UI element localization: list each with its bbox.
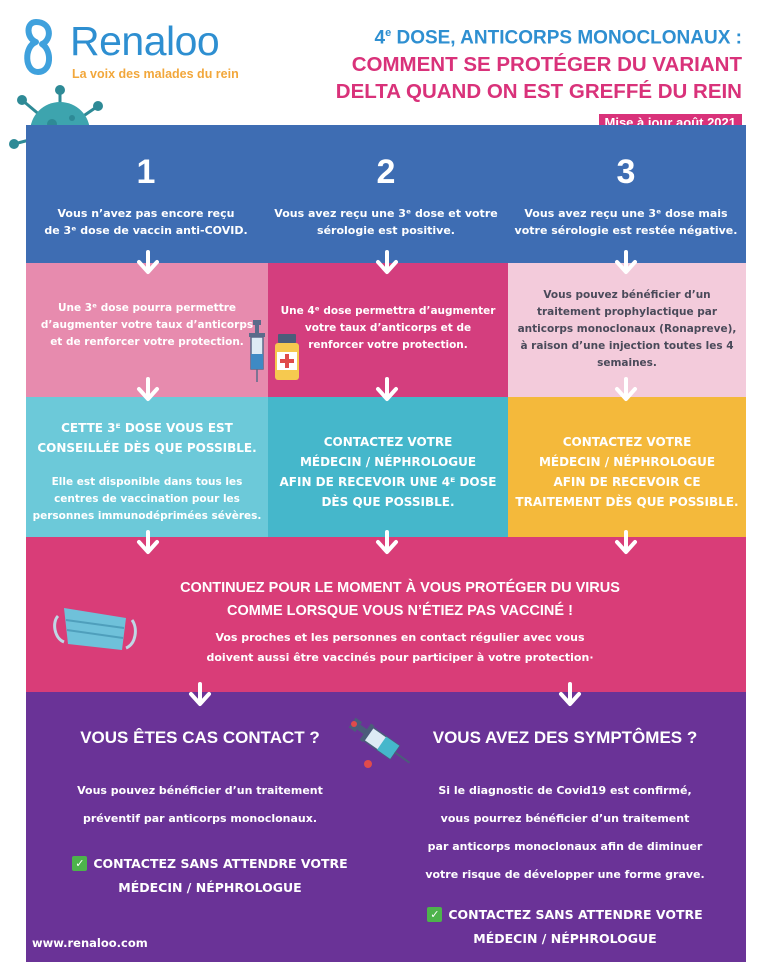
step-number-2: 2 — [376, 153, 396, 191]
check-icon: ✓ — [427, 907, 443, 922]
title-line-1: 4e DOSE, ANTICORPS MONOCLONAUX : — [374, 27, 742, 49]
vial-icon — [275, 334, 299, 380]
arrow-down-icon — [137, 250, 159, 274]
arrow-down-icon — [137, 530, 159, 554]
protection-panel — [26, 537, 746, 692]
situations-panel — [26, 125, 746, 263]
syringe-icon — [249, 320, 265, 382]
arrow-down-icon — [559, 682, 581, 706]
row2-col2 — [268, 397, 508, 537]
logo-wordmark: Renaloo — [70, 18, 220, 64]
title-line-2: COMMENT SE PROTÉGER DU VARIANT — [351, 53, 742, 77]
face-mask-icon — [53, 608, 137, 650]
logo-tagline: La voix des malades du rein — [72, 67, 239, 81]
page-title: 4e DOSE, ANTICORPS MONOCLONAUX : COMMENT… — [336, 20, 742, 105]
symptoms-title: VOUS AVEZ DES SYMPTÔMES ? — [432, 728, 698, 747]
header: Renaloo La voix des malades du rein 4e D… — [0, 0, 768, 181]
website-link[interactable]: www.renaloo.com — [32, 936, 148, 950]
step-number-3: 3 — [616, 153, 636, 191]
arrow-down-icon — [189, 682, 211, 706]
title-line-3: DELTA QUAND ON EST GREFFÉ DU REIN — [335, 80, 742, 104]
step-number-1: 1 — [136, 153, 156, 191]
check-icon: ✓ — [72, 856, 88, 871]
logo[interactable]: Renaloo La voix des malades du rein — [22, 16, 262, 86]
row1-col2 — [268, 263, 508, 397]
contact-case-title: VOUS ÊTES CAS CONTACT ? — [80, 728, 320, 747]
symptoms-text: Si le diagnostic de Covid19 est confirmé… — [425, 784, 705, 881]
row1-col1 — [26, 263, 268, 397]
arrow-down-icon — [376, 250, 398, 274]
row1-col3 — [508, 263, 746, 397]
protection-heading: CONTINUEZ POUR LE MOMENT À VOUS PROTÉGER… — [180, 580, 620, 619]
protection-text: Vos proches et les personnes en contact … — [206, 631, 594, 664]
vaccine-syringe-icon — [348, 717, 411, 768]
arrow-down-icon — [615, 530, 637, 554]
row2-col3 — [508, 397, 746, 537]
contact-case-callout: ✓CONTACTEZ SANS ATTENDRE VOTRE MÉDECIN /… — [40, 852, 380, 900]
symptoms-callout: ✓CONTACTEZ SANS ATTENDRE VOTRE MÉDECIN /… — [395, 903, 735, 951]
arrow-down-icon — [376, 530, 398, 554]
renaloo-logo-icon — [24, 19, 52, 75]
arrow-down-icon — [137, 377, 159, 401]
arrow-down-icon — [615, 377, 637, 401]
row2-col1 — [26, 397, 268, 537]
arrow-down-icon — [615, 250, 637, 274]
arrow-down-icon — [376, 377, 398, 401]
